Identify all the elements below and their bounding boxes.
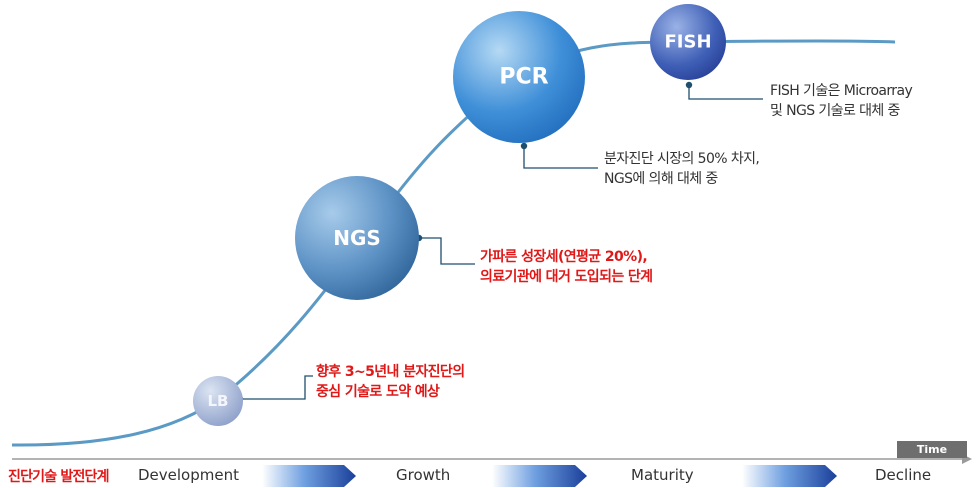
lb-label: LB (207, 392, 229, 410)
ngs-leader (419, 237, 475, 265)
leader-lines (240, 85, 763, 400)
ngs-label: NGS (333, 226, 381, 250)
stage-growth: Growth (396, 466, 451, 484)
pcr-dot (520, 142, 528, 150)
fish-note-line1: FISH 기술은 Microarray (770, 83, 913, 99)
fish-dot (685, 81, 693, 89)
time-badge: Time (897, 441, 967, 458)
fish-label: FISH (664, 31, 712, 53)
stage-decline: Decline (875, 466, 932, 484)
fish-note: FISH 기술은 Microarray 및 NGS 기술로 대체 중 (770, 81, 913, 121)
lb-note: 향후 3~5년내 분자진단의 중심 기술로 도약 예상 (316, 362, 465, 402)
lb-leader (240, 375, 313, 400)
ngs-bubble (295, 176, 419, 300)
pcr-note-line2: NGS에 의해 대체 중 (604, 171, 718, 187)
lb-note-line1: 향후 3~5년내 분자진단의 (316, 364, 465, 380)
pcr-note-line1: 분자진단 시장의 50% 차지, (604, 151, 760, 167)
stage-arrow-2 (492, 465, 587, 487)
pcr-leader (523, 146, 598, 169)
fish-note-line2: 및 NGS 기술로 대체 중 (770, 103, 900, 119)
pcr-note: 분자진단 시장의 50% 차지, NGS에 의해 대체 중 (604, 149, 760, 189)
phase-label: 진단기술 발전단계 (8, 469, 110, 485)
stage-arrow-3 (742, 465, 837, 487)
ngs-note: 가파른 성장세(연평균 20%), 의료기관에 대거 도입되는 단계 (480, 247, 653, 287)
lb-note-line2: 중심 기술로 도약 예상 (316, 384, 440, 400)
pcr-bubble (453, 11, 585, 143)
pcr-label: PCR (499, 64, 549, 90)
fish-leader (688, 85, 763, 100)
ngs-note-line2: 의료기관에 대거 도입되는 단계 (480, 269, 653, 285)
stage-development: Development (138, 466, 239, 484)
fish-bubble (650, 4, 726, 80)
stage-arrow-1 (262, 465, 356, 487)
stage-maturity: Maturity (631, 466, 694, 484)
stage-arrows (262, 465, 837, 487)
ngs-note-line1: 가파른 성장세(연평균 20%), (480, 249, 648, 265)
lb-bubble (193, 376, 243, 426)
